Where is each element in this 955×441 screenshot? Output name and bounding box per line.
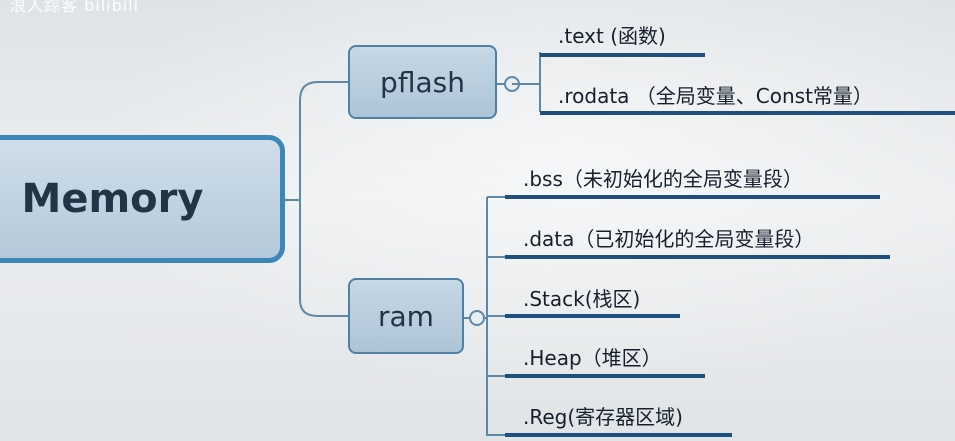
leaf-reg[interactable]: .Reg(寄存器区域) xyxy=(523,405,683,429)
branch-node-ram[interactable]: ram xyxy=(348,278,464,354)
root-label: Memory xyxy=(21,176,204,222)
branch-label-pflash: pflash xyxy=(380,65,465,99)
leaf-text[interactable]: .text (函数) xyxy=(558,24,666,48)
leaf-rodata[interactable]: .rodata （全局变量、Const常量） xyxy=(558,84,873,108)
watermark: 浪人踪客 bilibili xyxy=(10,0,140,15)
branch-node-pflash[interactable]: pflash xyxy=(348,45,497,119)
leaf-heap[interactable]: .Heap（堆区） xyxy=(523,346,662,370)
root-node-memory[interactable]: Memory xyxy=(0,135,285,263)
branch-label-ram: ram xyxy=(378,299,434,333)
leaf-stack[interactable]: .Stack(栈区) xyxy=(523,287,641,311)
connector-root-pflash xyxy=(285,81,348,201)
ram-collapse-knob xyxy=(469,310,485,326)
leaf-bss[interactable]: .bss（未初始化的全局变量段） xyxy=(523,167,803,191)
connector-root-ram xyxy=(285,199,348,317)
leaf-data[interactable]: .data（已初始化的全局变量段） xyxy=(523,227,815,251)
